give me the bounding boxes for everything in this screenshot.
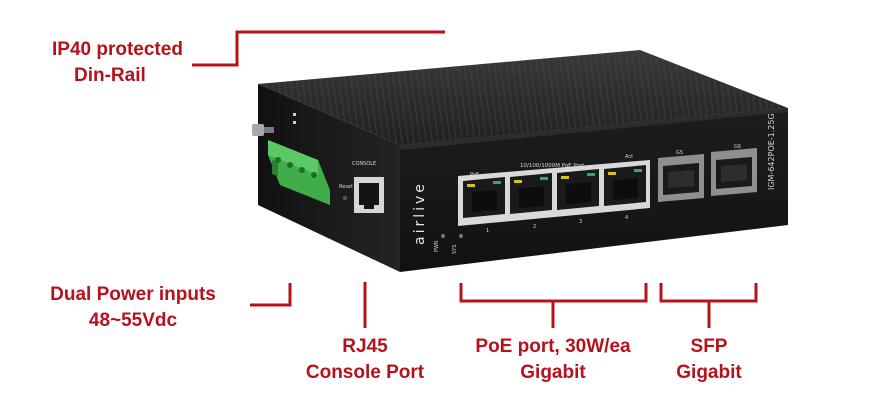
sfp-slot-g6[interactable] — [711, 148, 757, 196]
act-label: Act — [625, 154, 633, 160]
ip40-leader-line — [192, 30, 445, 67]
sys-led-label: SYS — [452, 245, 458, 254]
port-number-4: 4 — [625, 215, 628, 221]
callout-poe: PoE port, 30W/ea Gigabit — [463, 334, 643, 386]
poe-port-4[interactable] — [604, 165, 646, 206]
power-terminal-block — [268, 140, 330, 205]
callout-poe-line2: Gigabit — [520, 362, 586, 383]
pwr-led — [441, 234, 445, 238]
sfp-bracket — [659, 283, 758, 303]
callout-console: RJ45 Console Port — [290, 334, 440, 386]
sfp-label-g6: G6 — [734, 144, 741, 150]
poe-port-panel — [458, 160, 650, 226]
console-label: CONSOLE — [352, 161, 376, 167]
power-leader-line — [250, 283, 292, 307]
brand-logo: airlive — [412, 181, 428, 245]
callout-console-line1: RJ45 — [342, 336, 388, 357]
poe-header: 10/100/1000M PoE Port — [520, 163, 585, 169]
sfp-slot-g5[interactable] — [658, 154, 704, 202]
poe-bracket — [459, 283, 648, 303]
callout-sfp-line2: Gigabit — [676, 362, 742, 383]
callout-sfp: SFP Gigabit — [660, 334, 758, 386]
callout-power: Dual Power inputs 48~55Vdc — [28, 282, 238, 334]
sys-led — [459, 234, 463, 238]
port-number-2: 2 — [533, 224, 536, 230]
callout-ip40-line2: Din-Rail — [74, 65, 146, 86]
sfp-label-g5: G5 — [676, 150, 683, 156]
poe-port-2[interactable] — [510, 173, 552, 214]
console-port[interactable] — [354, 177, 384, 213]
callout-power-line1: Dual Power inputs — [50, 284, 216, 305]
reset-button[interactable] — [342, 195, 348, 201]
housing-side — [258, 84, 400, 272]
poe-port-1[interactable] — [463, 177, 505, 218]
callout-power-line2: 48~55Vdc — [88, 310, 178, 331]
poe-port-3[interactable] — [557, 169, 599, 210]
reset-label: Reset — [339, 184, 353, 190]
model-label: IGM-642POE-1.25G — [767, 113, 776, 190]
callout-console-line2: Console Port — [305, 362, 425, 383]
port-number-3: 3 — [579, 219, 582, 225]
callout-sfp-line1: SFP — [690, 336, 728, 357]
callout-ip40: IP40 protected Din-Rail — [52, 37, 183, 89]
ground-screw — [252, 124, 274, 136]
port-number-1: 1 — [486, 228, 489, 234]
pwr-led-label: PWR — [434, 240, 440, 252]
callout-ip40-line1: IP40 protected — [52, 39, 183, 60]
callout-poe-line1: PoE port, 30W/ea — [475, 336, 631, 357]
